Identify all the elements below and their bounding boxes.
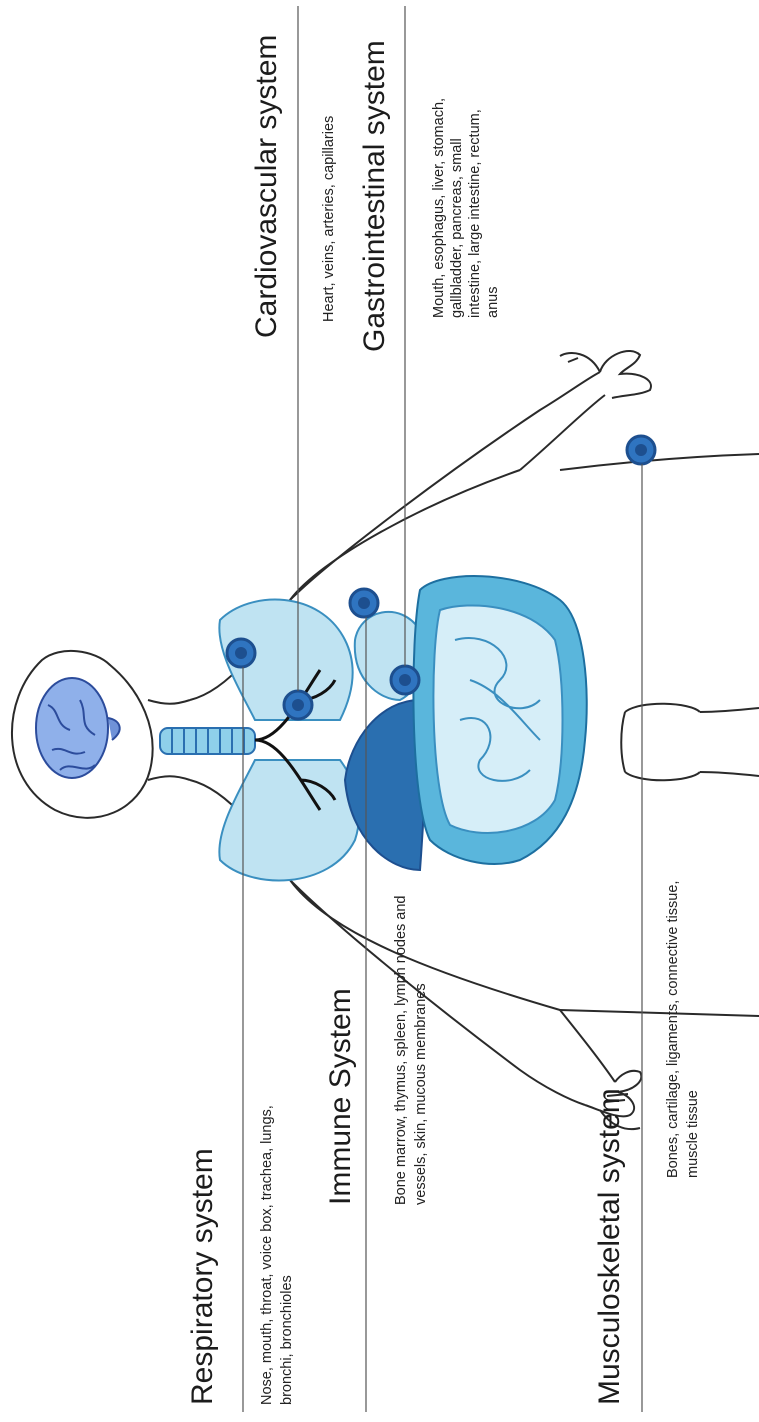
leg-gap-top xyxy=(700,708,759,712)
musculoskeletal-desc-line-1: Bones, cartilage, ligaments, connective … xyxy=(664,881,682,1178)
intestines-icon xyxy=(413,576,586,864)
musculoskeletal-title: Musculoskeletal system xyxy=(595,1088,625,1405)
immune-desc-line-1: Bone marrow, thymus, spleen, lymph nodes… xyxy=(392,896,410,1206)
respiratory-title: Respiratory system xyxy=(188,1148,218,1405)
arm-bottom-inner xyxy=(560,1010,615,1082)
cardiovascular-desc-line-1: Heart, veins, arteries, capillaries xyxy=(320,116,338,322)
marker-immune xyxy=(350,589,378,617)
immune-title: Immune System xyxy=(326,988,356,1205)
arm-top-inner xyxy=(520,395,605,470)
leg-gap-bottom xyxy=(700,772,759,776)
marker-cardiovascular xyxy=(284,691,312,719)
brain-icon xyxy=(36,678,120,778)
respiratory-desc-line-2: bronchi, bronchioles xyxy=(278,1275,296,1405)
gastrointestinal-title: Gastrointestinal system xyxy=(360,40,390,352)
marker-gastrointestinal xyxy=(391,666,419,694)
crotch xyxy=(621,704,700,781)
hand-top-outline xyxy=(600,351,651,398)
marker-musculoskeletal xyxy=(627,436,655,464)
gastrointestinal-desc-line-3: intestine, large intestine, rectum, xyxy=(466,109,484,318)
gastrointestinal-desc-line-2: gallbladder, pancreas, small xyxy=(448,138,466,318)
marker-respiratory xyxy=(227,639,255,667)
gastrointestinal-desc-line-4: anus xyxy=(484,287,502,318)
arm-top-outline xyxy=(290,372,600,600)
trachea-icon xyxy=(160,728,255,754)
gastrointestinal-desc-line-1: Mouth, esophagus, liver, stomach, xyxy=(430,98,448,318)
leg-top-outline xyxy=(560,454,759,470)
hand-top-fingers xyxy=(560,353,600,372)
musculoskeletal-desc-line-2: muscle tissue xyxy=(684,1090,702,1178)
leg-bottom-outline xyxy=(560,1010,759,1016)
respiratory-desc-line-1: Nose, mouth, throat, voice box, trachea,… xyxy=(258,1105,276,1405)
cardiovascular-title: Cardiovascular system xyxy=(252,35,282,338)
immune-desc-line-2: vessels, skin, mucous membranes xyxy=(412,983,430,1205)
